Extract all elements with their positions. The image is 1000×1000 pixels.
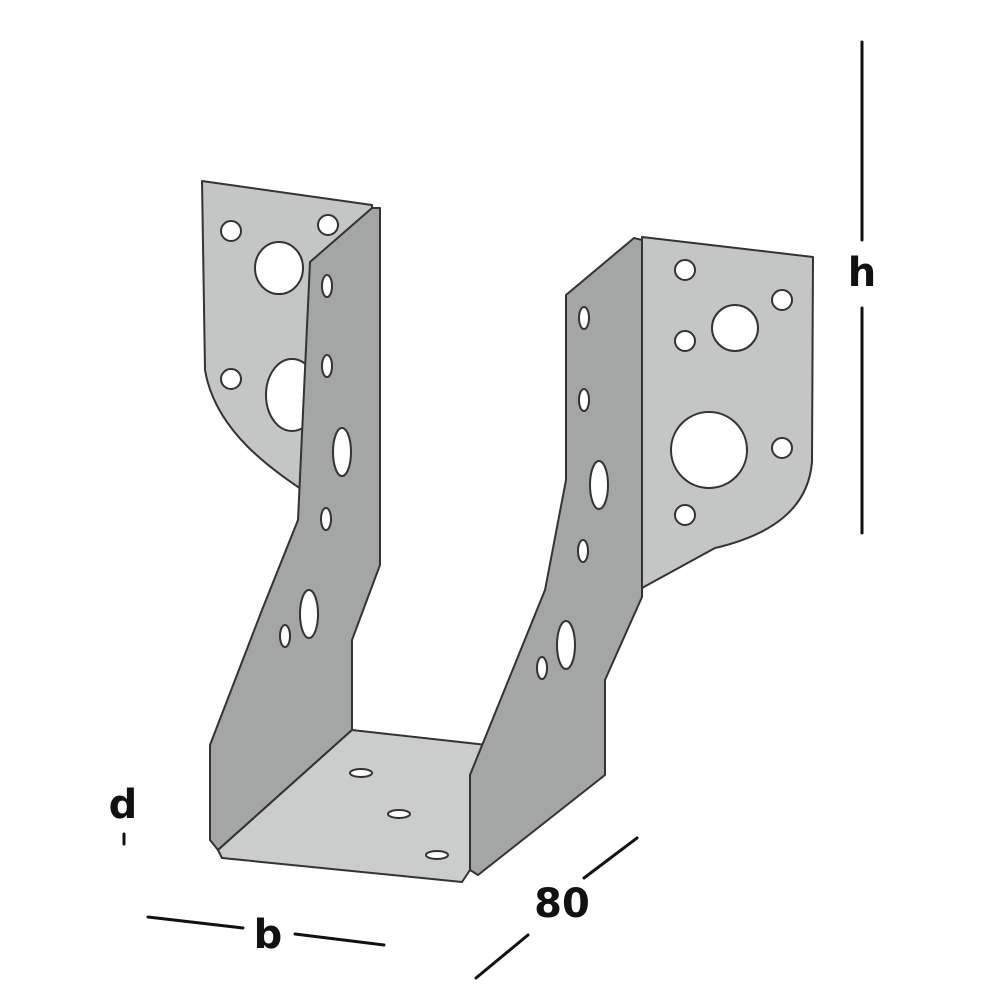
- right-flange-large-hole: [670, 411, 748, 489]
- left-flange-hole: [220, 220, 242, 242]
- left-wall-slot: [320, 507, 332, 531]
- height-label: h: [848, 250, 876, 296]
- left-wall-slot: [299, 589, 319, 639]
- right-wall-slot: [578, 388, 590, 412]
- right-flange: [641, 236, 814, 589]
- depth-dimension-line-lower: [474, 933, 530, 980]
- right-flange-hole: [771, 437, 793, 459]
- right-flange-hole: [674, 330, 696, 352]
- depth-dimension-line-upper: [582, 836, 639, 880]
- right-flange-large-hole: [711, 304, 759, 352]
- left-wall-slot: [321, 274, 333, 298]
- left-wall-slot: [279, 624, 291, 648]
- right-wall-slot: [536, 656, 548, 680]
- left-wall-slot: [332, 427, 352, 477]
- width-dimension-line-right: [293, 932, 386, 947]
- left-flange-hole: [220, 368, 242, 390]
- right-flange-hole: [674, 504, 696, 526]
- thickness-label: d: [109, 782, 138, 828]
- depth-label: 80: [534, 881, 590, 927]
- right-flange-hole: [771, 289, 793, 311]
- width-label: b: [254, 912, 283, 958]
- right-side-wall: [469, 237, 643, 876]
- right-flange-hole: [674, 259, 696, 281]
- left-wall-slot: [321, 354, 333, 378]
- base-hole: [387, 809, 411, 819]
- right-wall-slot: [578, 306, 590, 330]
- base-hole: [349, 768, 373, 778]
- base-hole: [425, 850, 449, 860]
- width-dimension-line-left: [146, 915, 245, 930]
- right-wall-slot: [589, 460, 609, 510]
- right-wall-slot: [556, 620, 576, 670]
- left-flange-hole: [317, 214, 339, 236]
- left-flange-large-hole: [254, 241, 304, 295]
- right-wall-slot: [577, 539, 589, 563]
